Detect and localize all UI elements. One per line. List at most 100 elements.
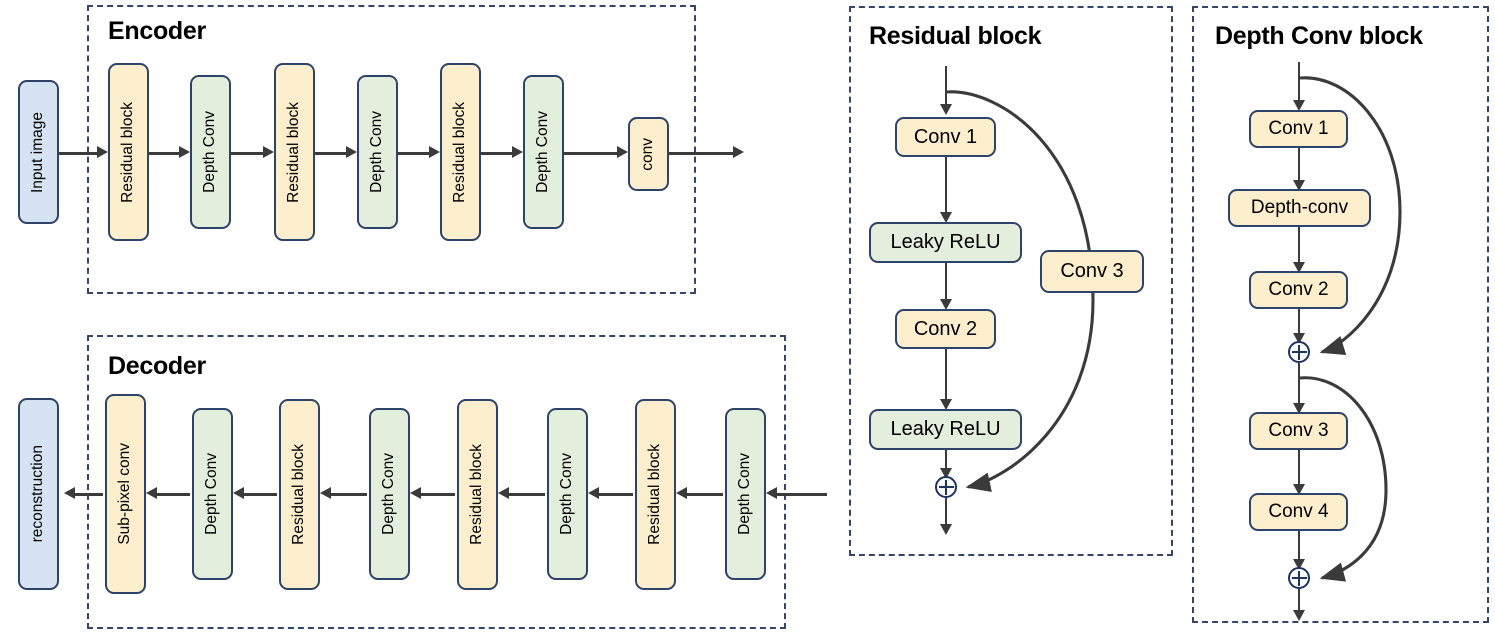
residual-node-label: Conv 3 (1060, 260, 1124, 282)
residual-connector-line (944, 263, 948, 299)
residual-connector-arrow-head (939, 299, 952, 310)
depth-conv-node-depth-conv[interactable]: Depth-conv (1228, 189, 1371, 227)
residual-output-line (944, 498, 948, 526)
encoder-output-arrow-line (669, 152, 733, 155)
depth-conv-node-conv-1[interactable]: Conv 1 (1249, 110, 1348, 148)
decoder-node-label: Residual block (646, 444, 664, 545)
depth-conv-node-conv-3[interactable]: Conv 3 (1249, 412, 1348, 450)
depth-conv-node-conv-4[interactable]: Conv 4 (1249, 493, 1348, 531)
encoder-node-label: Residual block (285, 101, 303, 203)
encoder-output-arrow-head (733, 145, 744, 158)
depth-conv-node-label: Conv 2 (1268, 279, 1329, 301)
decoder-arrow-line (244, 493, 277, 496)
encoder-node-depth-conv-1[interactable]: Depth Conv (190, 75, 231, 229)
encoder-node-label: conv (639, 137, 657, 171)
depth-conv-block-panel (1192, 6, 1489, 623)
decoder-node-label: Depth Conv (558, 453, 576, 535)
depth-conv-output-arrow-head (1292, 610, 1305, 621)
encoder-node-depth-conv-2[interactable]: Depth Conv (357, 75, 398, 229)
decoder-panel (87, 335, 786, 629)
decoder-arrow-line (157, 493, 190, 496)
decoder-arrow-head (320, 486, 331, 499)
decoder-arrow-head (146, 486, 157, 499)
decoder-node-residual-block-1[interactable]: Residual block (279, 399, 320, 590)
residual-node-label: Conv 1 (913, 125, 978, 148)
decoder-output-reconstruction[interactable]: reconstruction (18, 398, 59, 590)
encoder-panel (87, 5, 696, 294)
depth-conv-node-label: Conv 1 (1268, 118, 1329, 140)
encoder-node-label: Residual block (451, 101, 469, 203)
decoder-arrow-head (233, 486, 244, 499)
decoder-arrow-line (421, 493, 455, 496)
residual-plus-operator-icon (935, 476, 957, 498)
depth-conv-connector-arrow-head (1292, 180, 1305, 191)
residual-node-conv-3[interactable]: Conv 3 (1040, 250, 1144, 293)
residual-connector-line (944, 157, 948, 212)
decoder-node-label: Depth Conv (203, 453, 221, 535)
decoder-title: Decoder (108, 352, 206, 380)
decoder-node-residual-block-2[interactable]: Residual block (457, 399, 498, 590)
decoder-node-depth-conv-1[interactable]: Depth Conv (192, 408, 233, 580)
encoder-node-residual-block-3[interactable]: Residual block (440, 63, 481, 241)
decoder-node-residual-block-3[interactable]: Residual block (635, 399, 676, 590)
depth-conv-plus-operator-icon-2 (1288, 567, 1310, 589)
residual-merge-arrow-head (939, 468, 952, 479)
residual-node-label: Leaky ReLU (890, 418, 1001, 440)
decoder-node-sub-pixel-conv[interactable]: Sub-pixel conv (105, 394, 146, 594)
encoder-arrow-head (346, 145, 357, 158)
depth-conv-plus-operator-icon-1 (1288, 341, 1310, 363)
decoder-arrow-head (498, 486, 509, 499)
residual-node-label: Conv 2 (913, 317, 978, 340)
encoder-input-image[interactable]: Input image (18, 80, 59, 224)
residual-connector-arrow-head (939, 212, 952, 223)
depth-conv-connector-arrow-head (1292, 403, 1305, 414)
depth-conv-block-title: Depth Conv block (1215, 22, 1423, 50)
depth-conv-node-label: Conv 3 (1268, 420, 1329, 442)
residual-node-leaky-relu-1[interactable]: Leaky ReLU (869, 222, 1022, 263)
encoder-node-conv[interactable]: conv (628, 117, 669, 191)
residual-connector-line (944, 349, 948, 399)
encoder-arrow-line (481, 152, 512, 155)
encoder-arrow-line (398, 152, 429, 155)
depth-conv-node-label: Conv 4 (1268, 501, 1329, 523)
encoder-arrow-head (97, 145, 108, 158)
depth-conv-merge-arrow-head (1292, 333, 1305, 344)
decoder-arrow-line (509, 493, 545, 496)
encoder-node-label: Depth Conv (368, 111, 386, 193)
residual-block-panel (849, 6, 1173, 556)
decoder-node-depth-conv-2[interactable]: Depth Conv (369, 408, 410, 580)
decoder-node-depth-conv-4[interactable]: Depth Conv (725, 408, 766, 580)
encoder-arrow-line (564, 152, 617, 155)
encoder-node-residual-block-1[interactable]: Residual block (108, 63, 149, 241)
decoder-input-arrow-head (766, 486, 777, 499)
decoder-arrow-head (588, 486, 599, 499)
depth-conv-connector-arrow-head (1292, 262, 1305, 273)
residual-node-conv-1[interactable]: Conv 1 (895, 117, 996, 157)
depth-conv-connector-line (1297, 227, 1301, 262)
encoder-node-label: Residual block (119, 101, 137, 203)
decoder-node-label: Residual block (290, 444, 308, 545)
depth-conv-input-arrow-head (1292, 100, 1305, 111)
encoder-arrow-line (149, 152, 179, 155)
encoder-node-label: Depth Conv (201, 111, 219, 193)
encoder-arrow-line (59, 152, 97, 155)
encoder-arrow-head (179, 145, 190, 158)
depth-conv-output-line (1297, 589, 1301, 613)
residual-node-leaky-relu-2[interactable]: Leaky ReLU (869, 409, 1022, 450)
decoder-arrow-line (687, 493, 723, 496)
decoder-arrow-head (64, 486, 75, 499)
encoder-node-residual-block-2[interactable]: Residual block (274, 63, 315, 241)
decoder-arrow-head (676, 486, 687, 499)
encoder-arrow-head (429, 145, 440, 158)
decoder-node-depth-conv-3[interactable]: Depth Conv (547, 408, 588, 580)
residual-node-conv-2[interactable]: Conv 2 (895, 309, 996, 349)
depth-conv-merge-arrow-head (1292, 559, 1305, 570)
encoder-input-image-label: Input image (29, 111, 47, 193)
encoder-arrow-head (617, 145, 628, 158)
depth-conv-node-conv-2[interactable]: Conv 2 (1249, 271, 1348, 309)
depth-conv-connector-line (1297, 450, 1301, 484)
encoder-node-depth-conv-3[interactable]: Depth Conv (523, 75, 564, 229)
encoder-arrow-line (315, 152, 346, 155)
decoder-node-label: Sub-pixel conv (116, 443, 134, 545)
